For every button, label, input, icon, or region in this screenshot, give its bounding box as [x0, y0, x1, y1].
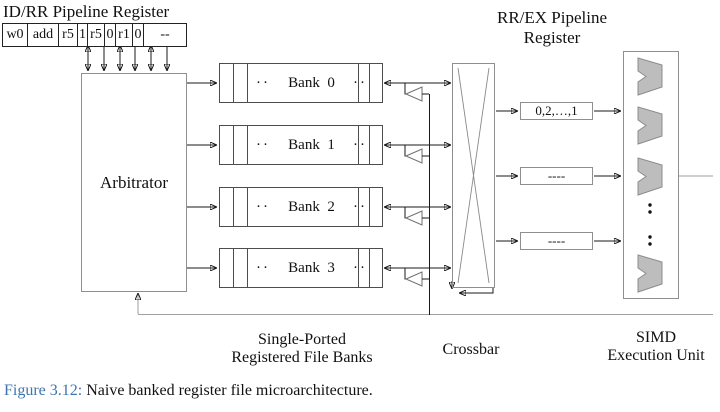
figure-caption: Figure 3.12: Naive banked register file …	[4, 381, 373, 401]
figure-caption-label: Figure 3.12:	[4, 382, 83, 399]
idrr-cell: 0	[105, 24, 116, 46]
writeback-tristate-buffers	[404, 83, 429, 287]
crossbar-box	[452, 63, 495, 288]
crossbar-to-slot-arrows	[496, 111, 517, 241]
rrex-slot-0: 0,2,…,1	[520, 102, 593, 120]
bank-dots: ··	[256, 198, 270, 215]
arbitrator-label: Arbitrator	[100, 172, 168, 192]
idrr-cell: --	[160, 27, 170, 42]
idrr-cell: 1	[78, 24, 88, 46]
bank-3-box: ·· Bank 3 ··	[219, 248, 383, 288]
bank-dots: ··	[256, 74, 270, 91]
arbitrator-to-bank-arrows	[186, 83, 216, 268]
bank-dots: ··	[256, 259, 270, 276]
idrr-to-arbitrator-arrows	[88, 46, 167, 70]
idrr-cell: 0	[133, 24, 144, 46]
bank-dots: ··	[352, 198, 367, 215]
rrex-slot-2: ----	[520, 232, 593, 250]
figure-caption-text: Naive banked register file microarchitec…	[86, 382, 373, 399]
bank-2-box: ·· Bank 2 ··	[219, 187, 383, 227]
bank-label: Bank 3	[288, 259, 335, 276]
arbitrator-box: Arbitrator	[81, 73, 187, 292]
bank-dots: ··	[352, 74, 367, 91]
rrex-slot-1: ----	[520, 167, 593, 185]
idrr-cell: add	[28, 24, 59, 46]
idrr-cell: r1	[116, 24, 133, 46]
bank-crossbar-arrows	[385, 83, 450, 268]
bank-0-box: ·· Bank 0 ··	[219, 63, 383, 103]
bank-1-box: ·· Bank 1 ··	[219, 125, 383, 165]
bank-label: Bank 1	[288, 136, 335, 153]
bank-dots: ··	[256, 136, 270, 153]
simd-caption: SIMD Execution Unit	[607, 329, 705, 364]
crossbar-caption: Crossbar	[442, 341, 500, 358]
bank-dots: ··	[352, 136, 367, 153]
rrex-register-title: RR/EX Pipeline Register	[496, 8, 608, 47]
slot-to-simd-arrows	[594, 111, 620, 241]
crossbar-x-icon	[457, 67, 490, 284]
writeback-bus-lines	[138, 94, 713, 315]
bank-label: Bank 0	[288, 74, 335, 91]
idrr-register-table: w0 add r5 1 r5 0 r1 0 --	[2, 23, 187, 47]
banks-caption: Single-Ported Registered File Banks	[231, 331, 373, 366]
idrr-cell: r5	[59, 24, 78, 46]
bank-dots: ··	[352, 259, 367, 276]
idrr-cell: r5	[88, 24, 105, 46]
idrr-register-title: ID/RR Pipeline Register	[3, 2, 170, 21]
alu-icons	[637, 57, 663, 293]
simd-execution-unit-box	[623, 51, 679, 299]
idrr-cell: w0	[3, 24, 28, 46]
bank-label: Bank 2	[288, 198, 335, 215]
